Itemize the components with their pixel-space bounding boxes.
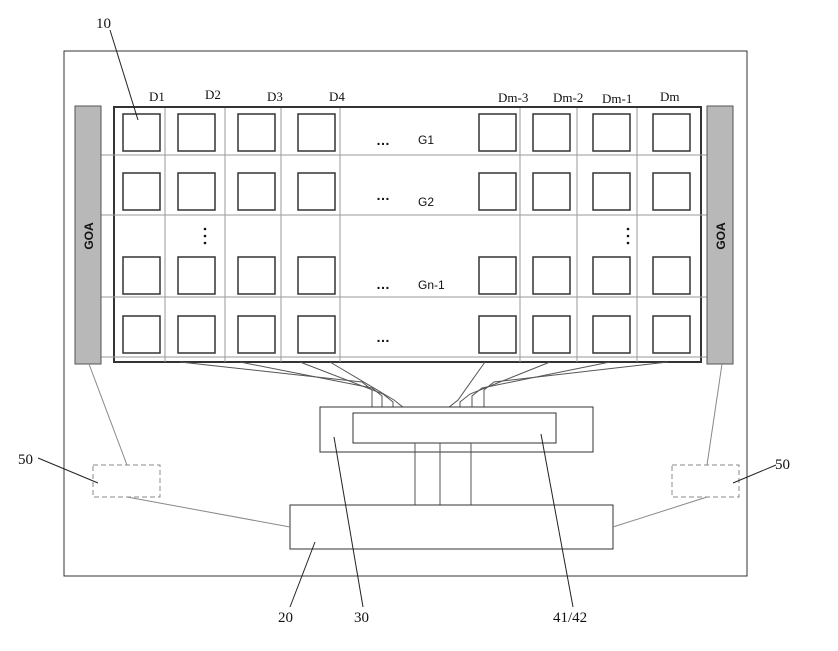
label-dm-3: Dm-3 <box>498 90 528 105</box>
pixel-cell <box>532 256 571 295</box>
pixel-cell <box>177 172 216 211</box>
fanout-wire <box>471 361 611 413</box>
pixel-cell <box>652 315 691 354</box>
pixel-cell <box>122 172 161 211</box>
pixel-cell <box>532 315 571 354</box>
vertical-ellipsis-right <box>626 227 630 245</box>
pixel-cell <box>478 172 517 211</box>
pixel-cell <box>532 113 571 152</box>
ref-30: 30 <box>354 610 369 626</box>
ref-50-right: 50 <box>775 457 790 473</box>
pixel-array <box>122 113 691 354</box>
fanout-wire <box>483 361 669 413</box>
fanout-wire <box>179 361 373 413</box>
goa-right-label: GOA <box>714 222 728 250</box>
fanout-wire <box>459 361 551 413</box>
pixel-cell <box>237 113 276 152</box>
label-dm-1: Dm-1 <box>602 91 632 106</box>
pixel-cell <box>122 256 161 295</box>
pixel-cell <box>652 113 691 152</box>
fanout-wire <box>299 361 394 413</box>
label-dm-2: Dm-2 <box>553 90 583 105</box>
chip-41-42 <box>352 412 557 444</box>
pixel-cell <box>297 172 336 211</box>
goa-left-bar <box>74 105 102 365</box>
pixel-cell <box>532 172 571 211</box>
pixel-cell <box>237 256 276 295</box>
board-to-ic-lines <box>414 443 472 505</box>
dashed-box-right-50 <box>671 464 740 498</box>
ref-50-left: 50 <box>18 452 33 468</box>
label-dm: Dm <box>660 89 680 104</box>
ref-20: 20 <box>278 610 293 626</box>
dashed-box-left-50 <box>92 464 161 498</box>
substrate-outline <box>63 50 748 577</box>
pixel-cell <box>122 315 161 354</box>
label-g1: G1 <box>418 133 434 147</box>
fanout-wire <box>447 361 486 413</box>
pixel-cell <box>177 256 216 295</box>
pixel-cell <box>592 113 631 152</box>
box-connection-lines <box>88 363 723 528</box>
ellipsis-row-1: … <box>376 132 391 148</box>
pixel-cell <box>237 172 276 211</box>
pixel-cell <box>297 113 336 152</box>
pixel-cell <box>652 256 691 295</box>
goa-left-label: GOA <box>82 222 96 250</box>
pixel-cell <box>592 172 631 211</box>
pixel-cell <box>297 256 336 295</box>
pixel-cell <box>478 113 517 152</box>
pixel-cell <box>122 113 161 152</box>
pixel-cell <box>478 315 517 354</box>
label-g2: G2 <box>418 195 434 209</box>
pixel-cell <box>177 113 216 152</box>
driver-ic-20 <box>289 504 614 550</box>
label-gn-1: Gn-1 <box>418 278 445 292</box>
pixel-cell <box>478 256 517 295</box>
pixel-cell <box>592 315 631 354</box>
ref-10: 10 <box>96 16 111 32</box>
label-d3: D3 <box>267 89 283 104</box>
label-d2: D2 <box>205 87 221 102</box>
goa-right-bar <box>706 105 734 365</box>
data-line-labels: D1 D2 D3 D4 Dm-3 Dm-2 Dm-1 Dm <box>149 87 680 106</box>
pixel-cell <box>652 172 691 211</box>
leader-lines <box>37 29 777 608</box>
vertical-ellipsis-left <box>203 227 207 245</box>
pixel-cell <box>297 315 336 354</box>
ellipsis-row-2: … <box>376 187 391 203</box>
display-panel <box>113 106 702 363</box>
ellipsis-row-3: … <box>376 276 391 292</box>
label-d1: D1 <box>149 89 165 104</box>
fanout-wire <box>239 361 383 413</box>
pixel-cell <box>592 256 631 295</box>
grid-lines <box>101 108 707 362</box>
ellipsis-row-4: … <box>376 329 391 345</box>
label-d4: D4 <box>329 89 345 104</box>
pixel-cell <box>237 315 276 354</box>
fanout-wiring <box>179 361 669 413</box>
pixel-cell <box>177 315 216 354</box>
ref-41-42: 41/42 <box>553 610 587 626</box>
